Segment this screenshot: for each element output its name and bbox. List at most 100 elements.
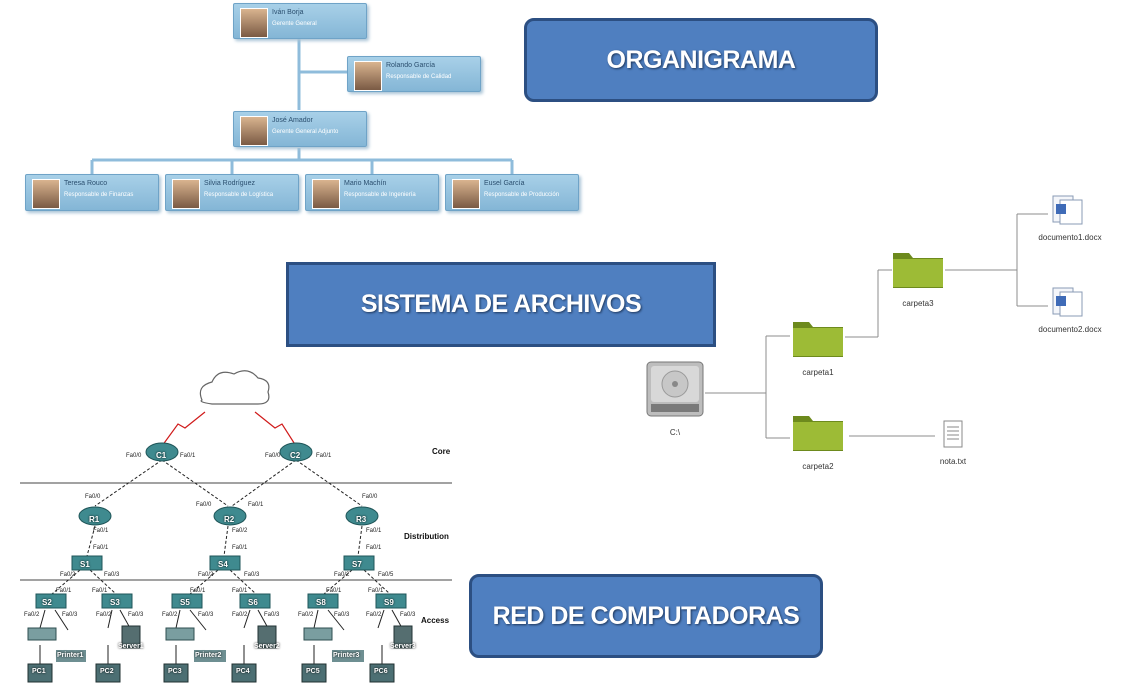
port-label: Fa0/1 <box>232 545 248 551</box>
org-card-quality: Rolando García Responsable de Calidad <box>347 56 481 92</box>
port-label: Fa0/1 <box>180 453 196 459</box>
drive-label: C:\ <box>669 428 681 437</box>
org-role: Responsable de Logística <box>204 192 274 198</box>
port-label: Fa0/0 <box>196 502 212 508</box>
router-label-r2: R2 <box>224 515 235 524</box>
port-label: Fa0/3 <box>244 572 260 578</box>
port-label: Fa0/1 <box>92 588 108 594</box>
document-icon-doc1 <box>1052 195 1083 225</box>
port-label: Fa0/5 <box>378 572 394 578</box>
file-label-doc1: documento1.docx <box>1038 233 1102 242</box>
org-role: Responsable de Finanzas <box>64 192 134 198</box>
org-role: Responsable de Ingeniería <box>344 192 416 198</box>
switch-label-s6: S6 <box>248 598 258 607</box>
switch-label-s7: S7 <box>352 560 362 569</box>
port-label: Fa0/0 <box>126 453 142 459</box>
port-label: Fa0/1 <box>93 528 109 534</box>
title-sistema-archivos: SISTEMA DE ARCHIVOS <box>286 262 716 347</box>
document-icon-doc2 <box>1052 287 1083 317</box>
folder-label-carpeta2: carpeta2 <box>802 462 834 471</box>
org-card-staff: Silvia Rodríguez Responsable de Logístic… <box>165 174 299 211</box>
switch-label-s1: S1 <box>80 560 90 569</box>
port-label: Fa0/3 <box>128 612 144 618</box>
org-card-staff: Eusel García Responsable de Producción <box>445 174 579 211</box>
port-label: Fa0/3 <box>62 612 78 618</box>
pc-label-3: PC3 <box>168 668 182 675</box>
text-file-icon-nota <box>943 420 963 448</box>
port-label: Fa0/1 <box>56 588 72 594</box>
port-label: Fa0/3 <box>104 572 120 578</box>
port-label: Fa0/1 <box>326 588 342 594</box>
switch-label-s8: S8 <box>316 598 326 607</box>
port-label: Fa0/1 <box>366 528 382 534</box>
cloud-icon <box>199 370 270 405</box>
port-label: Fa0/1 <box>93 545 109 551</box>
pc-label-1: PC1 <box>32 668 46 675</box>
file-label-doc2: documento2.docx <box>1038 325 1102 334</box>
port-label: Fa0/0 <box>85 494 101 500</box>
org-role: Gerente General Adjunto <box>272 129 339 135</box>
router-icon <box>78 442 379 526</box>
layer-label-access: Access <box>421 616 450 625</box>
layer-label-distribution: Distribution <box>404 532 449 541</box>
folder-icon-carpeta1 <box>793 322 843 357</box>
port-label: Fa0/2 <box>60 572 76 578</box>
printer-label-1: Printer1 <box>57 652 84 659</box>
router-label-r3: R3 <box>356 515 367 524</box>
pc-label-5: PC5 <box>306 668 320 675</box>
org-name: Rolando García <box>386 62 436 69</box>
port-label: Fa0/2 <box>162 612 178 618</box>
port-label: Fa0/0 <box>362 494 378 500</box>
title-red-computadoras: RED DE COMPUTADORAS <box>469 574 823 658</box>
title-organigrama: ORGANIGRAMA <box>524 18 878 102</box>
switch-icon <box>35 593 407 609</box>
layer-label-core: Core <box>432 447 451 456</box>
folder-icon-carpeta3 <box>893 253 943 288</box>
port-label: Fa0/1 <box>366 545 382 551</box>
org-name: Iván Borja <box>272 9 304 16</box>
port-label: Fa0/3 <box>334 612 350 618</box>
port-label: Fa0/3 <box>400 612 416 618</box>
port-label: Fa0/0 <box>265 453 281 459</box>
switch-label-s3: S3 <box>110 598 120 607</box>
port-label: Fa0/2 <box>198 572 214 578</box>
avatar <box>240 8 268 38</box>
file-label-nota: nota.txt <box>939 457 967 466</box>
org-name: Teresa Rouco <box>64 180 108 187</box>
port-label: Fa0/2 <box>24 612 40 618</box>
folder-label-carpeta1: carpeta1 <box>802 368 834 377</box>
port-label: Fa0/2 <box>298 612 314 618</box>
router-label-c1: C1 <box>156 451 167 460</box>
avatar <box>354 61 382 91</box>
port-label: Fa0/1 <box>316 453 332 459</box>
port-label: Fa0/1 <box>190 588 206 594</box>
port-label: Fa0/2 <box>96 612 112 618</box>
server-label-3: Server3 <box>390 643 416 650</box>
avatar <box>240 116 268 146</box>
switch-label-s4: S4 <box>218 560 228 569</box>
server-label-1: Server1 <box>118 643 144 650</box>
org-card-deputy: José Amador Gerente General Adjunto <box>233 111 367 147</box>
org-role: Responsable de Producción <box>484 192 560 198</box>
org-card-staff: Mario Machín Responsable de Ingeniería <box>305 174 439 211</box>
router-label-r1: R1 <box>89 515 100 524</box>
switch-icon <box>71 555 375 571</box>
org-role: Gerente General <box>272 21 317 27</box>
folder-icon-carpeta2 <box>793 416 843 451</box>
server-icon <box>121 625 413 649</box>
router-label-c2: C2 <box>290 451 301 460</box>
pc-label-6: PC6 <box>374 668 388 675</box>
server-label-2: Server2 <box>254 643 280 650</box>
port-label: Fa0/2 <box>366 612 382 618</box>
avatar <box>312 179 340 209</box>
switch-label-s5: S5 <box>180 598 190 607</box>
avatar <box>172 179 200 209</box>
org-name: José Amador <box>272 117 313 124</box>
port-label: Fa0/2 <box>334 572 350 578</box>
printer-label-2: Printer2 <box>195 652 222 659</box>
printer-label-3: Printer3 <box>333 652 360 659</box>
port-label: Fa0/2 <box>232 528 248 534</box>
avatar <box>32 179 60 209</box>
avatar <box>452 179 480 209</box>
